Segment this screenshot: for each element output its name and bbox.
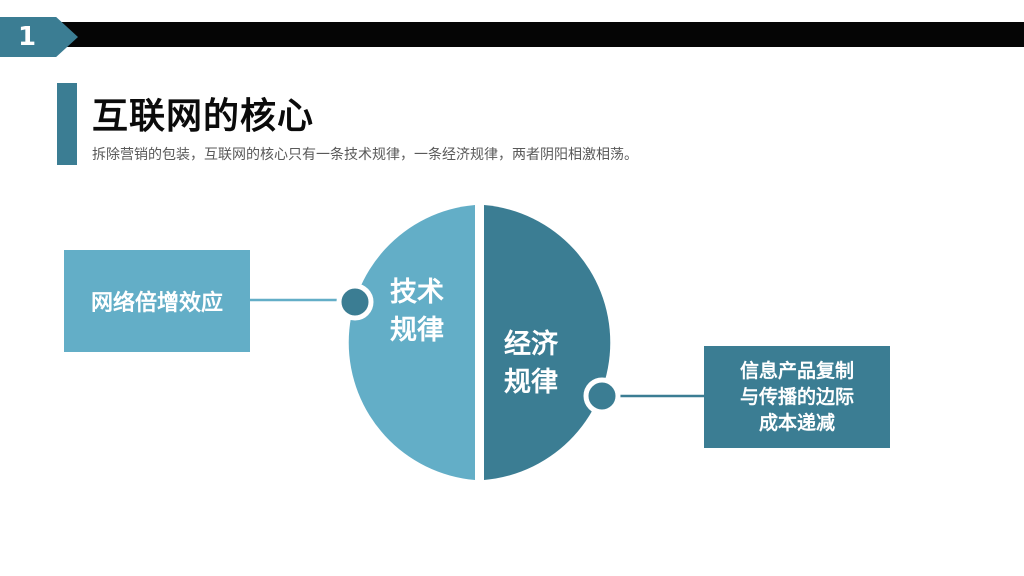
page-title: 互联网的核心 — [92, 96, 315, 137]
network-effect-text: 网络倍增效应 — [90, 291, 223, 316]
top-bar — [0, 22, 1024, 47]
right-connector-node — [583, 377, 621, 415]
slide-number: 1 — [18, 22, 37, 52]
marginal-cost-box: 信息产品复制 与传播的边际 成本递减 — [704, 346, 890, 448]
technical-law-label: 技术 规律 — [390, 277, 444, 346]
network-effect-box: 网络倍增效应 — [64, 250, 250, 352]
marginal-cost-text: 信息产品复制 与传播的边际 成本递减 — [739, 360, 854, 434]
right-half-circle — [484, 205, 611, 480]
economic-law-label: 经济 规律 — [504, 329, 558, 398]
left-half-circle — [348, 205, 475, 480]
left-connector-node — [336, 283, 374, 321]
page-subtitle: 拆除营销的包装，互联网的核心只有一条技术规律，一条经济规律，两者阴阳相激相荡。 — [92, 147, 638, 163]
title-accent-bar — [57, 83, 77, 165]
